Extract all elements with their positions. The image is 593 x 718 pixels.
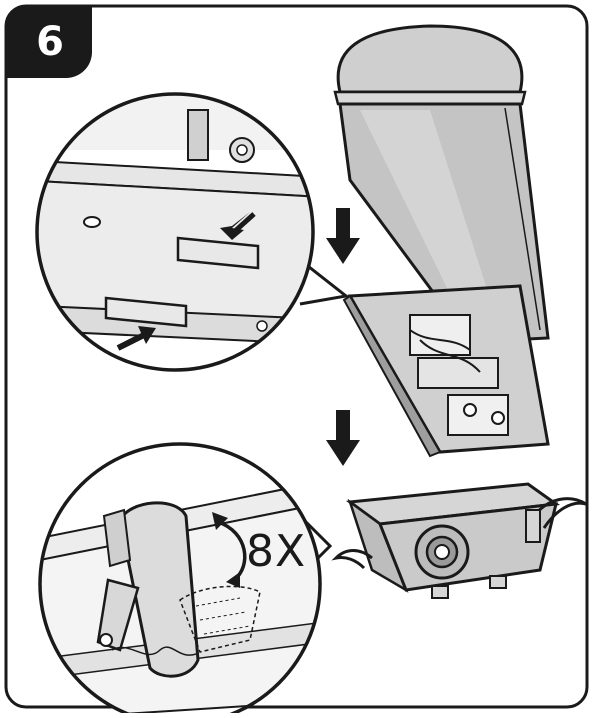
rotate-arc-icon (212, 512, 247, 588)
arrow-down-icon (326, 208, 360, 264)
lamp-endcap-bottom (331, 482, 587, 599)
step-badge: 6 (6, 6, 92, 78)
arrow-diagonal-icon (220, 212, 256, 240)
arrow-down-icon-2 (326, 410, 360, 466)
repeat-count-label: 8X (246, 526, 306, 577)
detail-zoom-bottom (38, 442, 322, 718)
arrow-diagonal-icon-2 (116, 326, 156, 351)
lamp-housing-top (333, 24, 550, 458)
step-number: 6 (36, 19, 64, 65)
